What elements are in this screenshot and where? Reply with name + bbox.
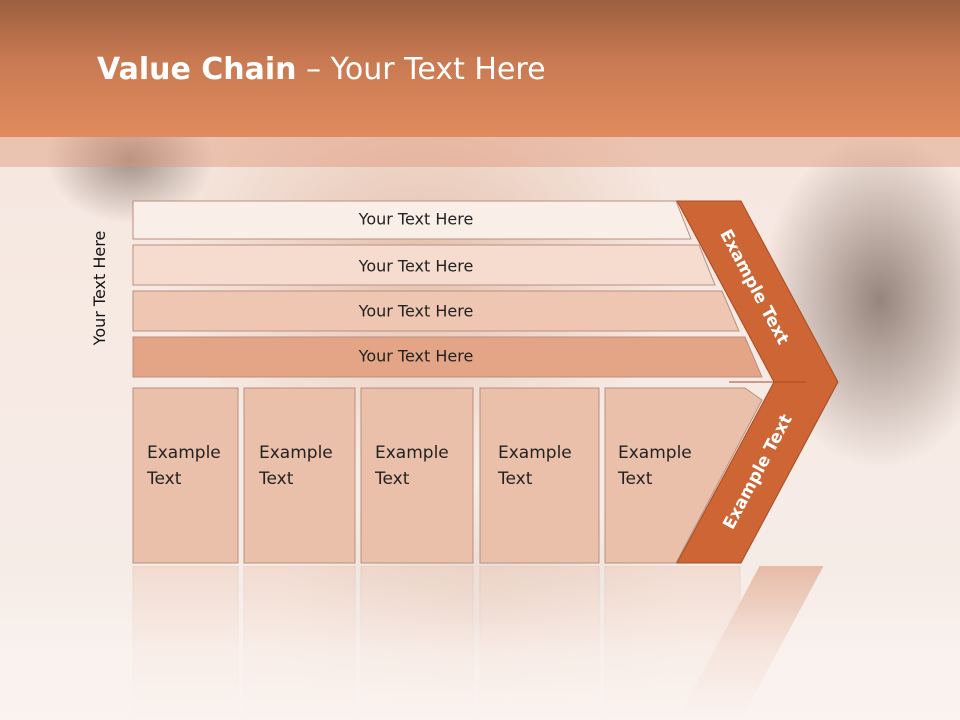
box-3-label: Example Text bbox=[375, 440, 449, 492]
box-3-line2: Text bbox=[375, 469, 410, 489]
title-bar bbox=[0, 0, 960, 137]
bar-2[interactable] bbox=[132, 244, 716, 286]
box-3[interactable] bbox=[360, 387, 474, 564]
bar-4-label: Your Text Here bbox=[358, 347, 474, 366]
box-2[interactable] bbox=[243, 387, 356, 564]
box-4[interactable] bbox=[479, 387, 600, 564]
bar-3-label: Your Text Here bbox=[358, 302, 474, 321]
box-2-label: Example Text bbox=[259, 440, 333, 492]
title-bar-stripe bbox=[0, 137, 960, 167]
box-4-line2: Text bbox=[498, 469, 533, 489]
box-4-label: Example Text bbox=[498, 440, 572, 492]
box-1[interactable] bbox=[132, 387, 239, 564]
bar-4[interactable] bbox=[132, 336, 763, 378]
box-3-line1: Example bbox=[375, 443, 449, 463]
box-5[interactable] bbox=[604, 387, 763, 564]
box-2-line2: Text bbox=[259, 469, 294, 489]
box-1-line2: Text bbox=[147, 469, 182, 489]
bar-2-label: Your Text Here bbox=[358, 257, 474, 276]
box-5-label: Example Text bbox=[618, 440, 692, 492]
reflection-fade bbox=[0, 566, 960, 720]
slide-title-bold: Value Chain bbox=[97, 52, 297, 87]
slide-title-rest: – Your Text Here bbox=[296, 52, 546, 87]
bar-1-label: Your Text Here bbox=[358, 210, 474, 229]
slide-title[interactable]: Value Chain – Your Text Here bbox=[97, 52, 546, 87]
bar-3[interactable] bbox=[132, 290, 740, 332]
box-2-line1: Example bbox=[259, 443, 333, 463]
box-5-line1: Example bbox=[618, 443, 692, 463]
box-1-label: Example Text bbox=[147, 440, 221, 492]
box-4-line1: Example bbox=[498, 443, 572, 463]
bar-1[interactable] bbox=[132, 200, 692, 240]
box-1-line1: Example bbox=[147, 443, 221, 463]
diagram-reflection bbox=[0, 566, 960, 720]
box-5-line2: Text bbox=[618, 469, 653, 489]
